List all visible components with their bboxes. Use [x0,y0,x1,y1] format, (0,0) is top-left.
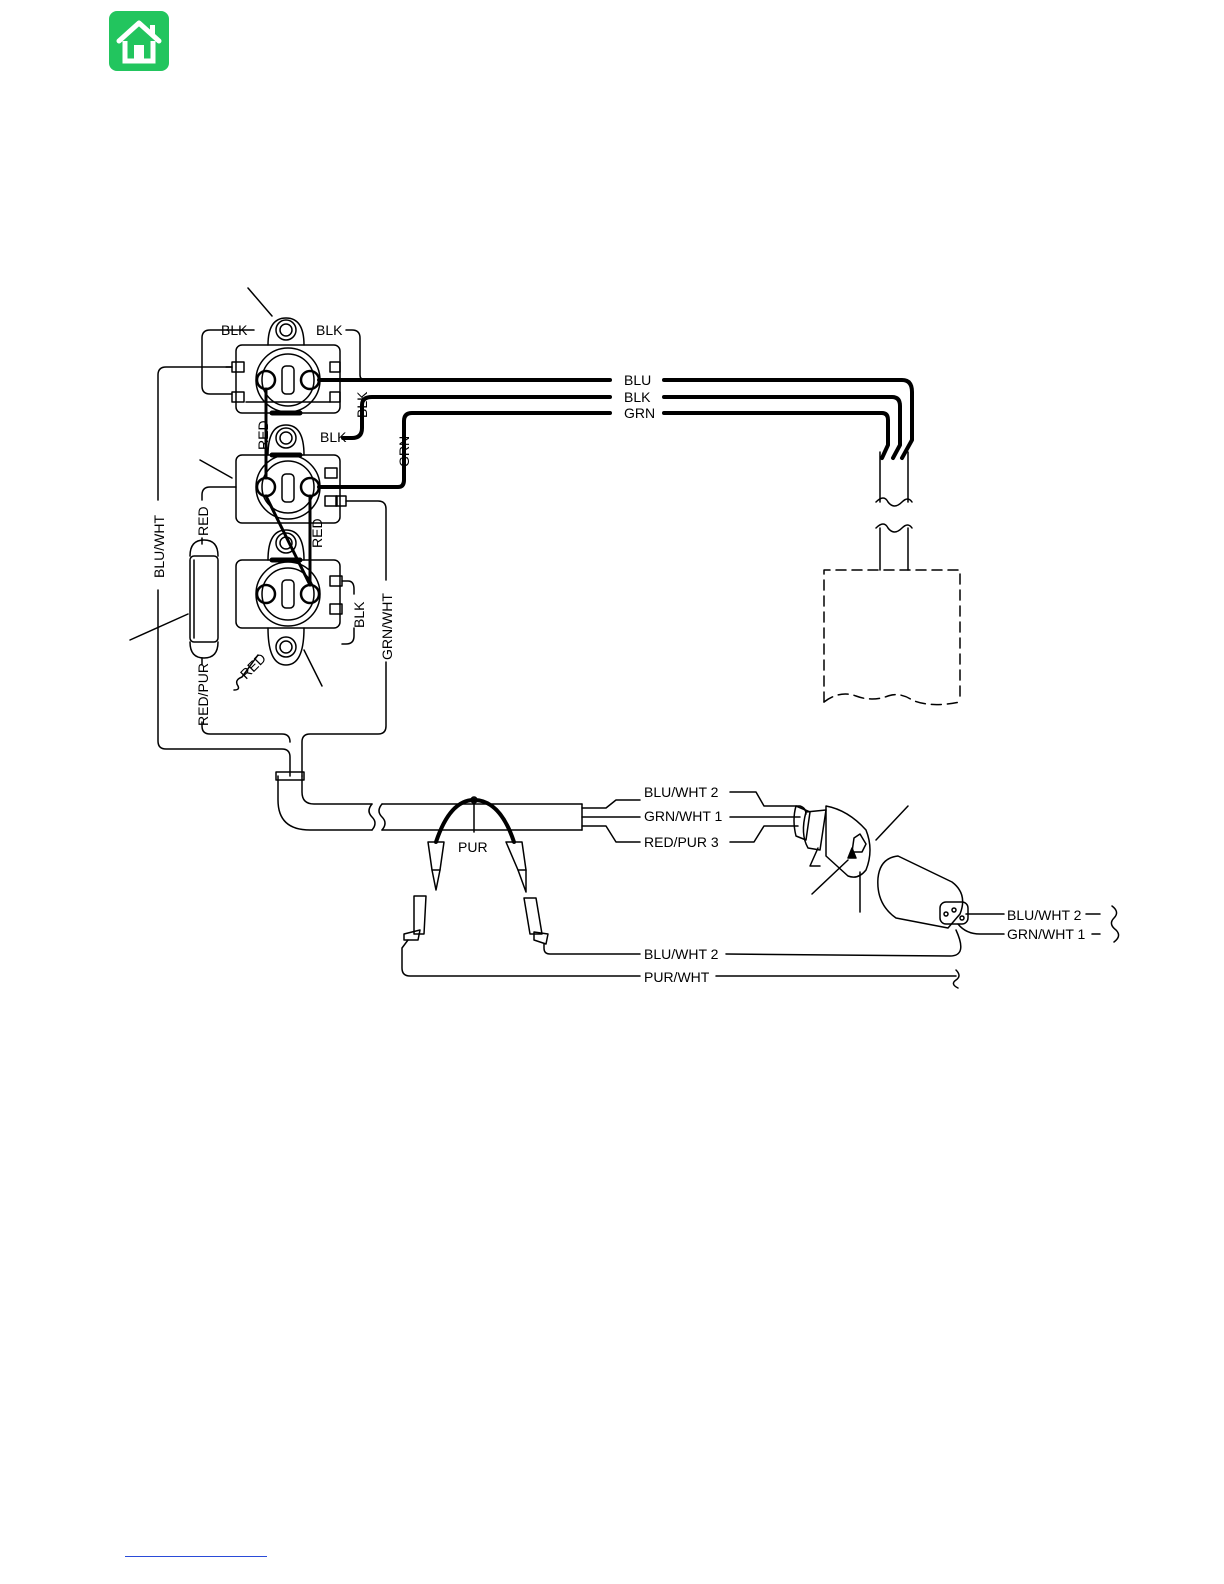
label-red-pur-3: RED/PUR 3 [644,834,719,850]
label-red-strap: RED [255,420,271,450]
label-blu-wht-2-right: BLU/WHT 2 [1007,907,1082,923]
label-grn-wht-1-right: GRN/WHT 1 [1007,926,1086,942]
label-blu-wht-2-bottom: BLU/WHT 2 [644,946,719,962]
label-blk-bottom: BLK [351,601,367,628]
label-red-strap-2: RED [309,518,325,548]
label-blk-2: BLK [316,322,343,338]
label-blu-wht: BLU/WHT [151,515,167,578]
relay-bottom [236,530,342,665]
label-pur-wht: PUR/WHT [644,969,710,985]
label-blk-1: BLK [221,322,248,338]
label-blu-wht-2-top: BLU/WHT 2 [644,784,719,800]
label-grn-vertical: GRN [396,436,412,467]
label-grn-wht: GRN/WHT [379,593,395,660]
label-grn-wht-1-top: GRN/WHT 1 [644,808,723,824]
bullet-connectors [404,842,548,944]
label-pur: PUR [458,839,488,855]
connector-body [878,856,968,928]
label-red-pur: RED/PUR [195,663,211,726]
label-red-fuse: RED [195,506,211,536]
label-blk-3: BLK [320,429,347,445]
fuse-holder [190,540,218,658]
label-blk-harness: BLK [624,389,651,405]
label-blu: BLU [624,372,651,388]
label-blk-vertical-top: BLK [354,391,370,418]
harness-plug [794,806,870,877]
footer-link[interactable] [125,1556,267,1557]
label-grn-harness: GRN [624,405,655,421]
